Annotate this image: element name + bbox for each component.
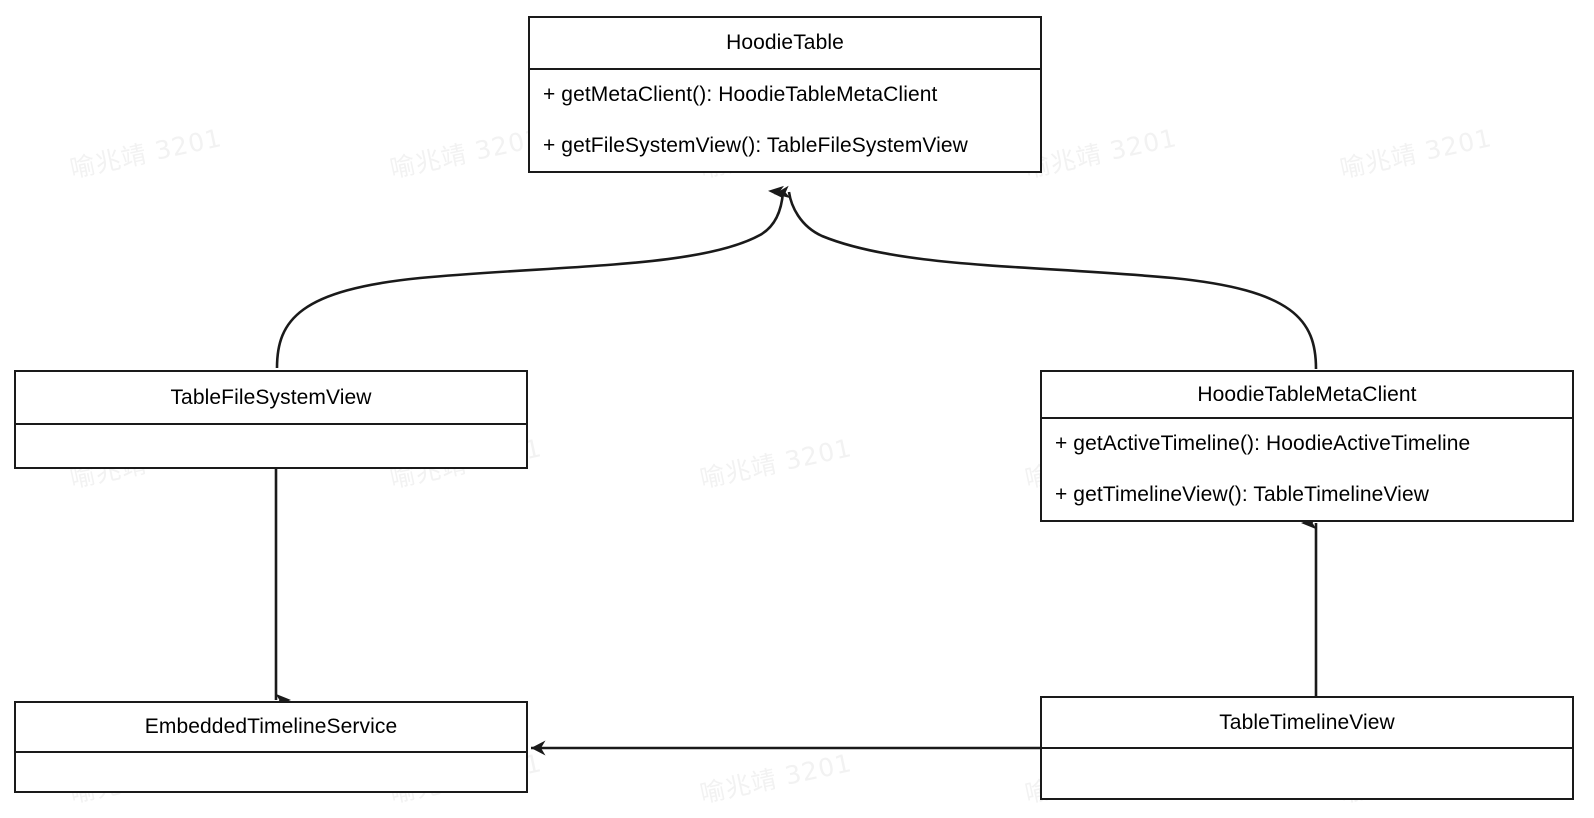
- class-member: + getTimelineView(): TableTimelineView: [1055, 483, 1429, 506]
- class-member: + getFileSystemView(): TableFileSystemVi…: [543, 134, 968, 157]
- class-title-table-timeline-view: TableTimelineView: [1042, 698, 1572, 749]
- class-title-table-file-system-view: TableFileSystemView: [16, 372, 526, 425]
- class-members-table-timeline-view: [1042, 749, 1572, 798]
- class-member: + getMetaClient(): HoodieTableMetaClient: [543, 83, 938, 106]
- class-title-embedded-timeline-service: EmbeddedTimelineService: [16, 703, 526, 753]
- class-box-hoodie-table-meta-client[interactable]: HoodieTableMetaClient + getActiveTimelin…: [1040, 370, 1574, 522]
- class-members-embedded-timeline-service: [16, 753, 526, 791]
- class-members-hoodie-table: + getMetaClient(): HoodieTableMetaClient…: [530, 70, 1040, 171]
- edge-fsview-to-hoodietable: [275, 185, 785, 369]
- class-member: + getActiveTimeline(): HoodieActiveTimel…: [1055, 432, 1471, 455]
- class-box-table-file-system-view[interactable]: TableFileSystemView: [14, 370, 528, 469]
- class-box-hoodie-table[interactable]: HoodieTable + getMetaClient(): HoodieTab…: [528, 16, 1042, 173]
- class-title-hoodie-table-meta-client: HoodieTableMetaClient: [1042, 372, 1572, 419]
- class-box-table-timeline-view[interactable]: TableTimelineView: [1040, 696, 1574, 800]
- class-title-hoodie-table: HoodieTable: [530, 18, 1040, 70]
- edge-metaclient-to-hoodietable: [774, 185, 1318, 370]
- class-box-embedded-timeline-service[interactable]: EmbeddedTimelineService: [14, 701, 528, 793]
- class-members-table-file-system-view: [16, 425, 526, 467]
- class-members-hoodie-table-meta-client: + getActiveTimeline(): HoodieActiveTimel…: [1042, 419, 1572, 520]
